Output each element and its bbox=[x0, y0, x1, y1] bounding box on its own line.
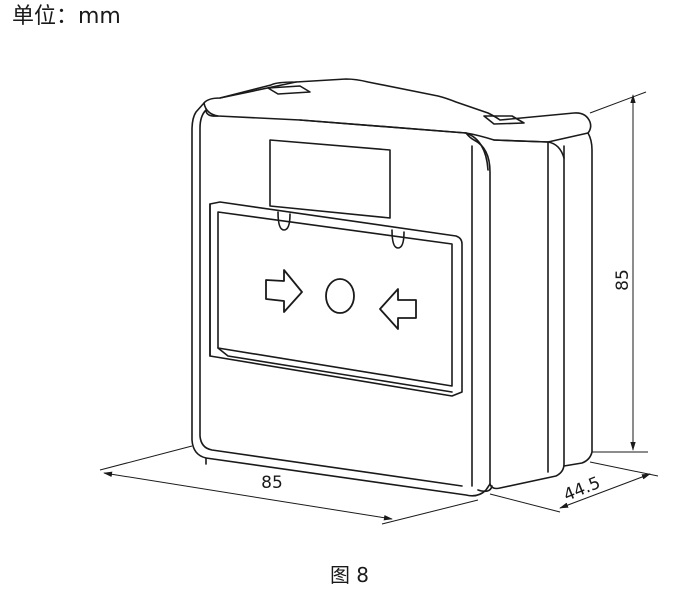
height-value: 85 bbox=[613, 269, 633, 291]
top-clip-left bbox=[267, 85, 311, 95]
arrow-left-icon bbox=[379, 288, 417, 330]
device-body bbox=[191, 78, 593, 497]
arrow-right-icon bbox=[265, 269, 303, 313]
glass-cover-frame bbox=[209, 201, 463, 397]
press-symbols bbox=[265, 269, 417, 330]
top-clip-right bbox=[483, 115, 525, 125]
label-window bbox=[269, 139, 391, 219]
depth-value: 44.5 bbox=[561, 473, 604, 506]
unit-label: 单位：mm bbox=[12, 4, 121, 29]
press-point-circle bbox=[325, 278, 355, 314]
height-dimension bbox=[589, 91, 648, 453]
front-face bbox=[191, 102, 491, 497]
figure-caption: 图 8 bbox=[329, 563, 370, 587]
right-side-face bbox=[489, 139, 565, 490]
top-face bbox=[203, 78, 592, 143]
depth-dimension bbox=[489, 461, 659, 513]
width-dimension bbox=[99, 445, 479, 525]
width-value: 85 bbox=[261, 473, 283, 493]
